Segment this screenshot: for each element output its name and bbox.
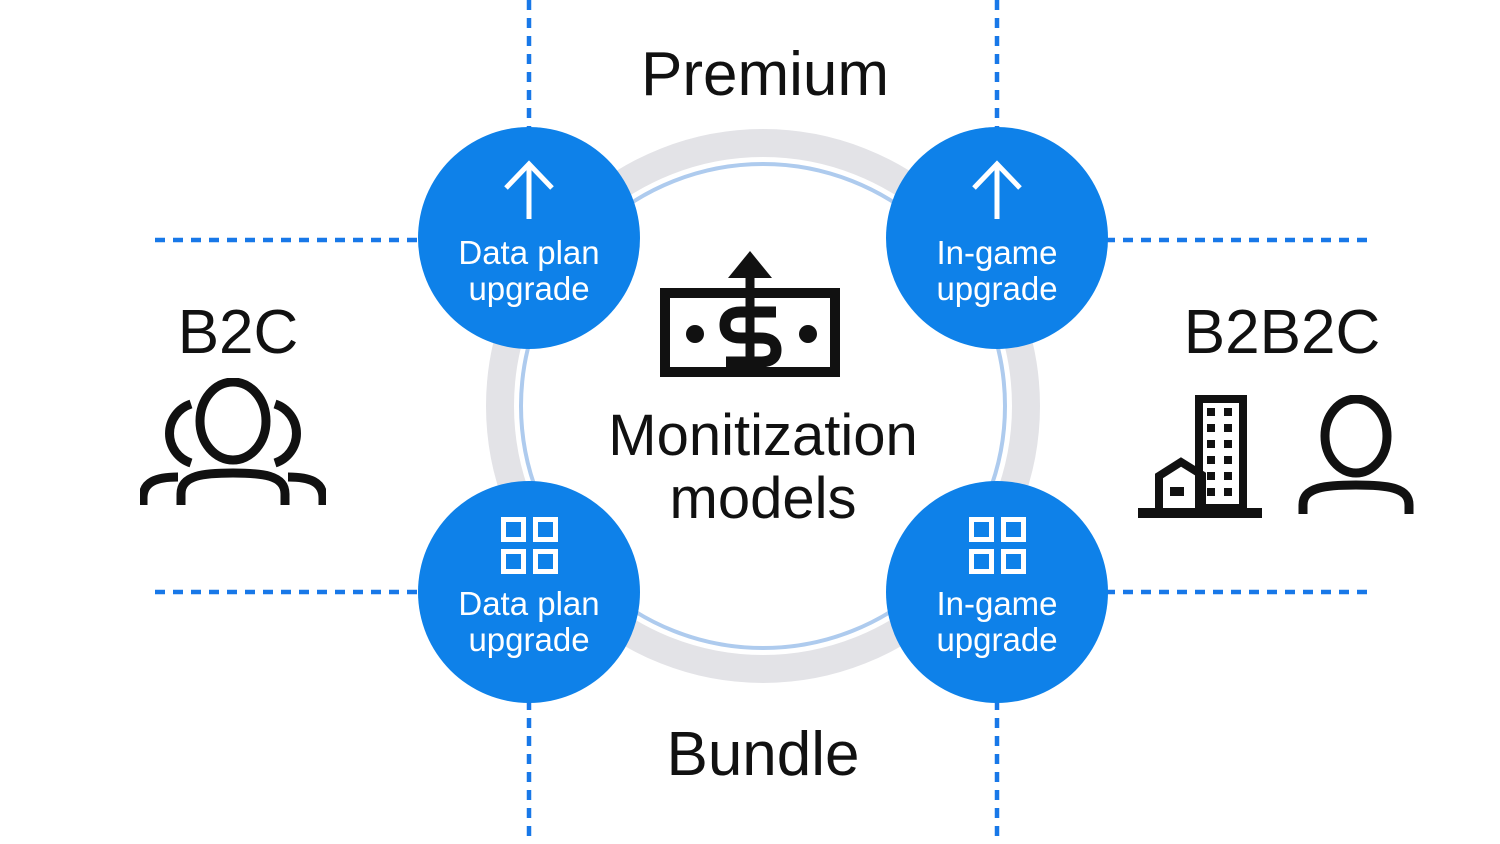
person-icon [1298,395,1414,514]
center-title-line2: models [669,466,857,531]
up-arrow-icon [972,160,1022,219]
node-circle-top-right: In-game upgrade [886,127,1108,349]
node-circle-bottom-right: In-game upgrade [886,481,1108,703]
label-b2b2c: B2B2C [1183,298,1381,367]
label-b2c: B2C [177,298,299,367]
node-label: Data plan upgrade [458,235,599,307]
label-premium: Premium [640,40,890,109]
node-label: In-game upgrade [936,584,1058,658]
node-label-line1: Data plan [458,584,600,622]
money-arrow-icon [660,251,840,377]
node-label-line1: Data plan [458,234,600,271]
node-label-line1: In-game [936,234,1058,271]
outer-ring [486,129,1040,683]
label-bundle: Bundle [666,720,860,789]
building-icon [1138,395,1262,518]
up-arrow-icon [504,160,554,219]
center-title: Monitization models [608,404,917,530]
node-label-line2: upgrade [936,270,1058,307]
node-label-line2: upgrade [468,270,590,307]
node-circle-top-left: Data plan upgrade [418,127,640,349]
node-label-line1: In-game [936,584,1058,622]
grid-icon [500,516,558,574]
node-label: In-game upgrade [936,235,1057,307]
people-group-icon [140,378,326,505]
node-circle-bottom-left: Data plan upgrade [418,481,640,703]
node-label-line2: upgrade [468,620,590,658]
inner-ring [519,162,1007,650]
node-label-line2: upgrade [936,620,1058,658]
grid-icon [968,516,1026,574]
center-title-line1: Monitization [608,403,918,468]
node-label: Data plan upgrade [458,584,600,658]
building-windows [1207,408,1232,496]
